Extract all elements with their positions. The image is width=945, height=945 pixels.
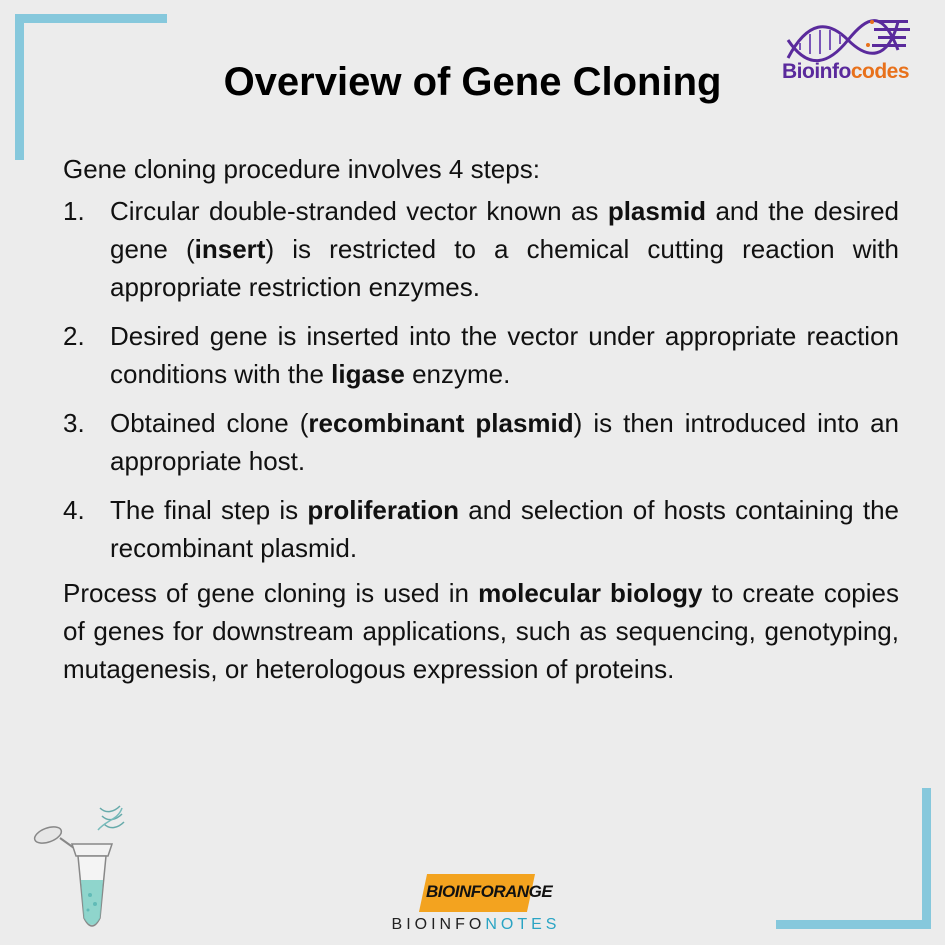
step-number: 2. <box>63 321 85 351</box>
intro-text: Gene cloning procedure involves 4 steps: <box>63 154 540 184</box>
page-title: Overview of Gene Cloning <box>223 60 722 104</box>
bioinfonotes-wordmark: BIOINFONOTES <box>391 916 561 933</box>
test-tube-illustration <box>30 800 140 940</box>
frame-corner-bottom-right-horizontal <box>776 920 931 929</box>
step-text: The final step is proliferation and sele… <box>110 495 899 563</box>
step-item: 4. The final step is proliferation and s… <box>63 491 899 567</box>
step-number: 3. <box>63 408 85 438</box>
step-text: Circular double-stranded vector known as… <box>110 196 899 302</box>
step-item: 2. Desired gene is inserted into the vec… <box>63 317 899 393</box>
frame-corner-top-left-vertical <box>15 14 24 160</box>
bioinfocodes-wordmark: Bioinfocodes <box>782 60 910 83</box>
bioinforange-label: BIOINFORANGE <box>426 882 553 901</box>
step-text: Desired gene is inserted into the vector… <box>110 321 899 389</box>
bold-term: insert <box>194 234 266 264</box>
step-text: Obtained clone (recombinant plasmid) is … <box>110 408 899 476</box>
bold-term: molecular biology <box>478 578 703 608</box>
bold-term: plasmid <box>607 196 707 226</box>
bold-term: ligase <box>331 359 405 389</box>
steps-list: 1. Circular double-stranded vector known… <box>63 192 899 567</box>
bioinfonotes-logo: BIOINFORANGE BIOINFONOTES <box>376 868 576 938</box>
step-item: 1. Circular double-stranded vector known… <box>63 192 899 306</box>
step-number: 4. <box>63 495 85 525</box>
step-item: 3. Obtained clone (recombinant plasmid) … <box>63 404 899 480</box>
bold-term: proliferation <box>307 495 460 525</box>
bioinfocodes-logo: Bioinfocodes <box>778 10 918 83</box>
main-content: Gene cloning procedure involves 4 steps:… <box>63 150 899 688</box>
step-number: 1. <box>63 196 85 226</box>
frame-corner-bottom-right-vertical <box>922 788 931 929</box>
dna-helix-icon <box>786 19 910 63</box>
test-tube-icon <box>33 805 125 927</box>
outro-text: Process of gene cloning is used in molec… <box>63 578 899 684</box>
frame-corner-top-left-horizontal <box>15 14 167 23</box>
bold-term: recombinant plasmid <box>308 408 574 438</box>
